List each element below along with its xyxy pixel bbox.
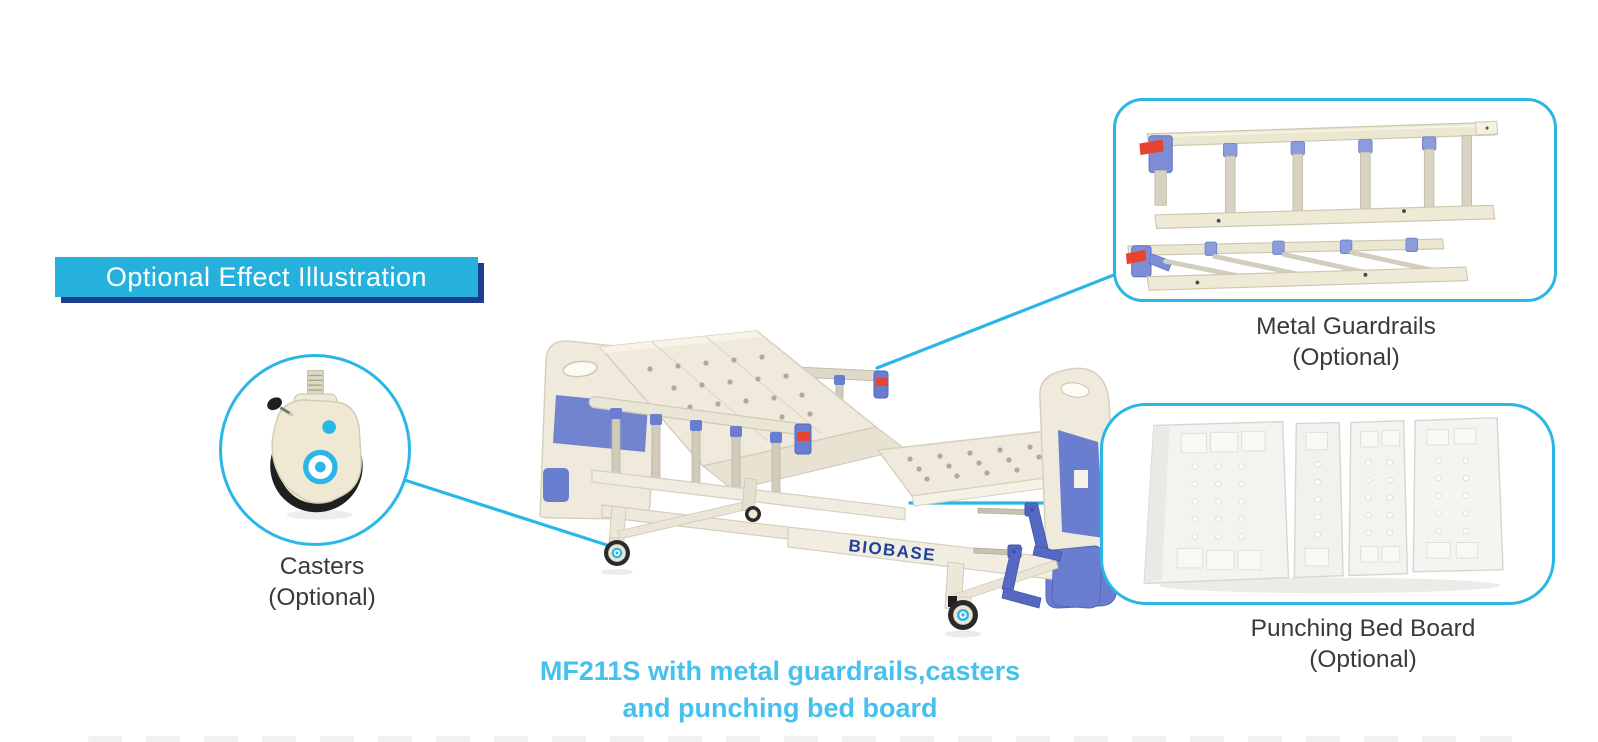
casters-title: Casters [279, 553, 365, 580]
caption-line-1: MF211S with metal guardrails,casters [539, 656, 1021, 686]
metal-guardrails-illustration [1125, 120, 1499, 291]
punching-bed-board-note: (Optional) [1309, 646, 1417, 673]
casters-note: (Optional) [268, 584, 376, 611]
caption-line-2: and punching bed board [622, 693, 938, 723]
hospital-bed-illustration: BIOBASE [539, 330, 1119, 638]
casters-label: Casters (Optional) [222, 551, 422, 613]
caster-hub-icon [303, 449, 338, 485]
bed-caster-far [745, 506, 761, 522]
punching-bed-board-callout-panel [1100, 403, 1555, 605]
metal-guardrails-title: Metal Guardrails [1256, 313, 1436, 340]
biobase-logo: BIOBASE [848, 536, 938, 565]
punching-bed-board-title: Punching Bed Board [1250, 615, 1476, 642]
bed-caster-front-left [601, 537, 633, 575]
crank-handles [973, 502, 1063, 609]
metal-guardrails-label: Metal Guardrails (Optional) [1146, 311, 1546, 373]
product-caption: MF211S with metal guardrails,casters and… [530, 653, 1030, 727]
caster-illustration [267, 370, 363, 520]
casters-callout-circle [219, 354, 411, 546]
punching-bed-board-illustration [1143, 416, 1504, 594]
metal-guardrails-callout-panel [1113, 98, 1557, 302]
brake-lever-icon [267, 397, 282, 411]
title-badge: Optional Effect Illustration [55, 257, 478, 297]
cropped-next-row-fragment [88, 736, 1512, 742]
punching-bed-board-label: Punching Bed Board (Optional) [1163, 613, 1563, 675]
metal-guardrails-note: (Optional) [1292, 344, 1400, 371]
bed-caster-front-right [945, 596, 981, 638]
